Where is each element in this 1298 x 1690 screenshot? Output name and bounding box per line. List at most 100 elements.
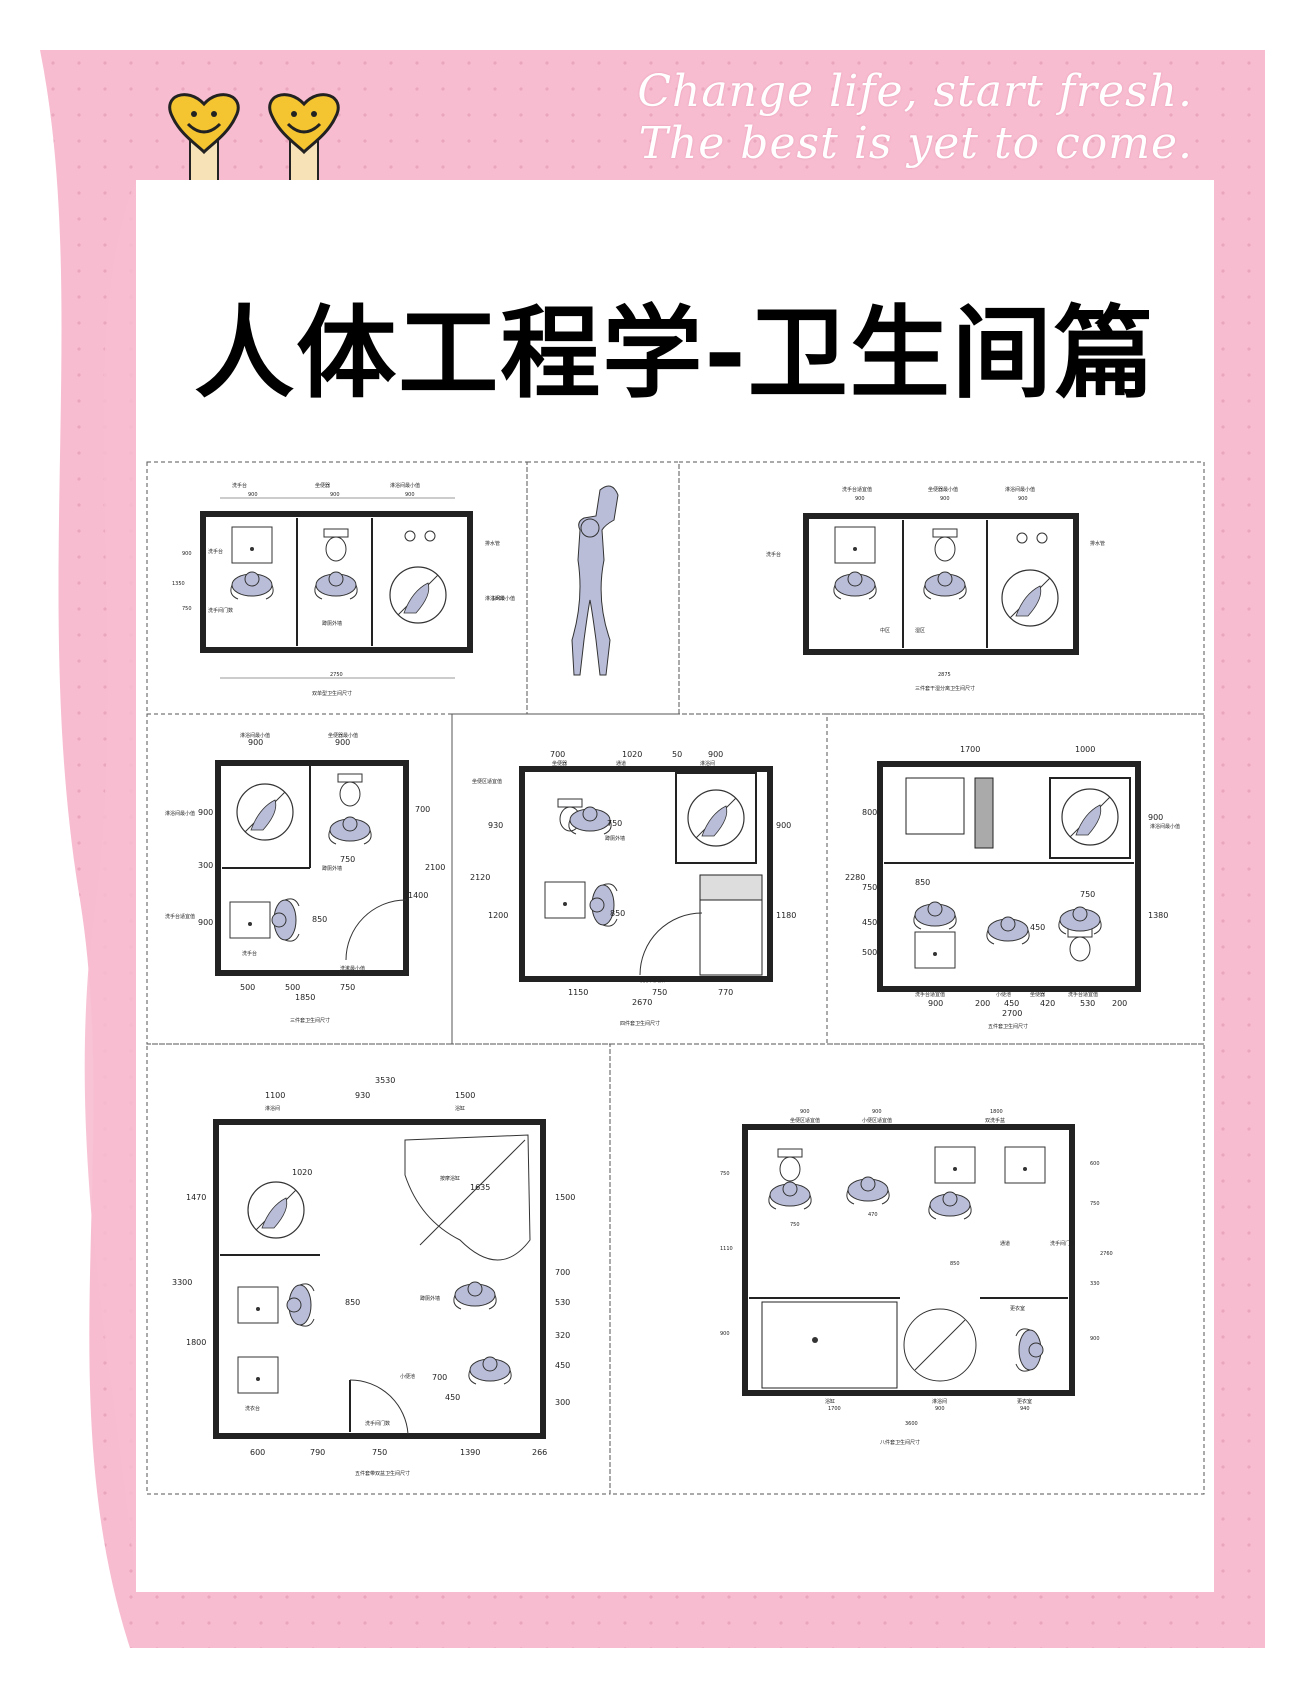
p6-dim-bottom-3: 450 [1004, 999, 1019, 1008]
p5-top-label-1: 坐便器 [552, 760, 567, 767]
p3-dim-top-2: 900 [940, 496, 950, 502]
p5-label-2: 蹲厕外墙 [605, 835, 625, 842]
p8-top-label-1: 坐便区适宜值 [790, 1117, 820, 1124]
plan-8: 900 900 1800 坐便区适宜值 小便区适宜值 双洗手盆 1700 900… [720, 1109, 1113, 1446]
p4-inner-dim-1: 750 [340, 855, 355, 864]
p1-caption: 双单型卫生间尺寸 [312, 690, 352, 697]
p3-dim-bottom: 2875 [938, 672, 951, 678]
plan-cell-8 [609, 1043, 1205, 1495]
p7-dim-bottom-3: 750 [372, 1448, 387, 1457]
p8-caption: 八件套卫生间尺寸 [880, 1439, 920, 1446]
p5-inner-dim-2: 850 [610, 909, 625, 918]
p3-dim-top-1: 900 [855, 496, 865, 502]
p1-label-4: 淋浴间最小值 [485, 595, 515, 602]
p8-dim-bottom-3: 940 [1020, 1406, 1030, 1412]
p6-inner-dim-1: 850 [915, 878, 930, 887]
p8-dim-top-3: 1800 [990, 1109, 1003, 1115]
p3-top-label-1: 洗手台适宜值 [842, 486, 872, 493]
p1-top-label-3: 淋浴间最小值 [390, 482, 420, 489]
p5-side-dim-1: 930 [488, 821, 503, 830]
p6-inner-dim-3: 450 [1030, 923, 1045, 932]
plan-cell-6 [826, 713, 1205, 1045]
p7-side-dim-4: 1500 [555, 1193, 575, 1202]
p3-label-2: 中区 [880, 627, 890, 634]
p4-side-dim-4: 700 [415, 805, 430, 814]
p5-dim-top-1: 700 [550, 750, 565, 759]
p7-inner-dim-4: 700 [432, 1373, 447, 1382]
p6-dim-total: 2700 [1002, 1009, 1022, 1018]
p4-dim-bottom-2: 500 [285, 983, 300, 992]
p7-dim-top-2: 930 [355, 1091, 370, 1100]
p5-dim-top-4: 900 [708, 750, 723, 759]
p7-top-label-2: 浴缸 [455, 1105, 465, 1112]
p5-side-dim-5: 1180 [776, 911, 796, 920]
p3-label-4: 排水管 [1090, 540, 1105, 547]
p6-side-dim-7: 1380 [1148, 911, 1168, 920]
p7-inner-dim-2: 1020 [292, 1168, 312, 1177]
p7-side-dim-6: 530 [555, 1298, 570, 1307]
p4-side-dim-3: 900 [198, 918, 213, 927]
p5-side-dim-2: 1200 [488, 911, 508, 920]
p4-side-dim-1: 900 [198, 808, 213, 817]
p4-dim-bottom-3: 750 [340, 983, 355, 992]
p5-side-dim-4: 900 [776, 821, 791, 830]
p8-dim-top-1: 900 [800, 1109, 810, 1115]
p7-caption: 五件套带双盆卫生间尺寸 [355, 1470, 410, 1477]
p3-label-1: 洗手台 [766, 551, 781, 558]
p4-dim-top-1: 900 [248, 738, 263, 747]
p5-dim-bottom-1: 1150 [568, 988, 588, 997]
p1-label-3: 蹲厕外墙 [322, 620, 342, 627]
plan-3: 洗手台适宜值 坐便器最小值 淋浴间最小值 900 900 900 2875 洗手… [766, 486, 1105, 692]
p7-side-dim-8: 450 [555, 1361, 570, 1370]
p8-side-dim-5: 750 [1090, 1201, 1100, 1207]
p1-label-2: 洗手间门数 [208, 607, 233, 614]
p6-dim-bottom-2: 200 [975, 999, 990, 1008]
plan-cell-4 [146, 713, 453, 1045]
p4-label-5: 洗漱最小值 [340, 965, 365, 972]
p6-dim-bottom-4: 420 [1040, 999, 1055, 1008]
slogan-line-2: The best is yet to come. [638, 118, 1193, 169]
p4-dim-top-2: 900 [335, 738, 350, 747]
p6-label-2: 小便池 [996, 991, 1011, 998]
p1-side-dim-2: 750 [182, 606, 192, 612]
p8-top-label-2: 小便区适宜值 [862, 1117, 892, 1124]
p6-dim-top-1: 1700 [960, 745, 980, 754]
p8-side-dim-3: 900 [720, 1331, 730, 1337]
p4-side-dim-6: 2100 [425, 863, 445, 872]
p1-dim-top-3: 900 [405, 492, 415, 498]
p5-label-3: 洗手间门数 [640, 977, 665, 984]
p5-dim-bottom-2: 750 [652, 988, 667, 997]
p8-dim-bottom-1: 1700 [828, 1406, 841, 1412]
p6-caption: 五件套卫生间尺寸 [988, 1023, 1028, 1030]
p1-side-dim-4: 1800 [492, 596, 505, 602]
p1-label-5: 排水管 [485, 540, 500, 547]
p7-top-label-1: 淋浴间 [265, 1105, 280, 1112]
p3-dim-top-3: 900 [1018, 496, 1028, 502]
smiley-hearts-icon [168, 93, 340, 186]
p4-dim-bottom-1: 500 [240, 983, 255, 992]
plan-1: 洗手台 坐便器 淋浴间最小值 900 900 900 2750 900 750 … [172, 482, 515, 697]
p3-top-label-2: 坐便器最小值 [928, 486, 958, 493]
p7-side-dim-3: 1800 [186, 1338, 206, 1347]
p6-label-5: 淋浴间最小值 [1150, 823, 1180, 830]
p6-side-dim-3: 450 [862, 918, 877, 927]
p4-inner-dim-2: 850 [312, 915, 327, 924]
p8-side-dim-7: 330 [1090, 1281, 1100, 1287]
p7-label-5: 洗衣台 [245, 1405, 260, 1412]
p8-side-dim-4: 600 [1090, 1161, 1100, 1167]
p3-caption: 三件套干湿分离卫生间尺寸 [915, 685, 975, 692]
p6-side-dim-5: 2280 [845, 873, 865, 882]
p6-label-4: 洗手台适宜值 [1068, 991, 1098, 998]
p7-inner-dim-1: 1635 [470, 1183, 490, 1192]
p8-dim-total: 3600 [905, 1421, 918, 1427]
p6-side-dim-1: 800 [862, 808, 877, 817]
p5-dim-total: 2670 [632, 998, 652, 1007]
plan-6: 1700 1000 900 200 450 420 530 200 2700 8… [845, 745, 1180, 1030]
p8-bottom-label-3: 更衣室 [1017, 1398, 1032, 1405]
p4-caption: 三件套卫生间尺寸 [290, 1017, 330, 1024]
p7-side-dim-1: 1470 [186, 1193, 206, 1202]
p6-inner-dim-2: 750 [1080, 890, 1095, 899]
p5-dim-bottom-3: 770 [718, 988, 733, 997]
p4-top-label-2: 坐便器最小值 [328, 732, 358, 739]
